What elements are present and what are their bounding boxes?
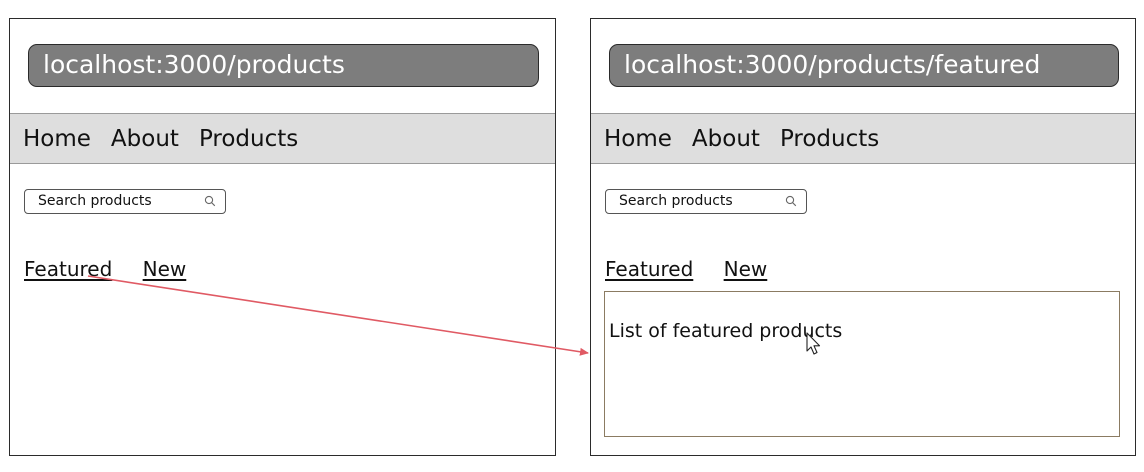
nav-bar: Home About Products [591, 113, 1135, 164]
nav-products-link[interactable]: Products [198, 125, 299, 152]
featured-outlet-panel: List of featured products [604, 291, 1120, 437]
product-subnav: Featured New [24, 257, 210, 281]
product-subnav: Featured New [605, 257, 791, 281]
nav-about-link[interactable]: About [110, 125, 179, 152]
featured-link[interactable]: Featured [24, 257, 113, 281]
search-icon [204, 195, 216, 207]
outlet-content-text: List of featured products [609, 320, 843, 342]
featured-link[interactable]: Featured [605, 257, 694, 281]
search-placeholder: Search products [619, 193, 733, 209]
new-link[interactable]: New [723, 257, 768, 281]
browser-window-featured: localhost:3000/products/featured Home Ab… [590, 18, 1136, 456]
nav-bar: Home About Products [10, 113, 555, 164]
browser-window-products: localhost:3000/products Home About Produ… [9, 18, 556, 456]
search-placeholder: Search products [38, 193, 152, 209]
url-bar[interactable]: localhost:3000/products [28, 44, 539, 87]
mouse-pointer-icon [806, 332, 821, 355]
search-icon [785, 195, 797, 207]
nav-about-link[interactable]: About [691, 125, 760, 152]
nav-products-link[interactable]: Products [779, 125, 880, 152]
nav-home-link[interactable]: Home [604, 125, 672, 152]
nav-home-link[interactable]: Home [23, 125, 91, 152]
search-input[interactable]: Search products [605, 189, 807, 214]
new-link[interactable]: New [142, 257, 187, 281]
search-input[interactable]: Search products [24, 189, 226, 214]
url-bar[interactable]: localhost:3000/products/featured [609, 44, 1119, 87]
